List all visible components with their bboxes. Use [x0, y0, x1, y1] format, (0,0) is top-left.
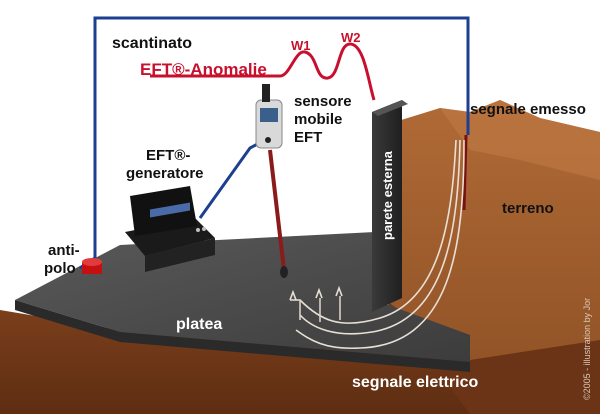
anomaly-curve — [150, 42, 376, 101]
parete-esterna-wall — [372, 100, 408, 312]
label-segnale-emesso: segnale emesso — [470, 101, 586, 118]
label-segnale-elettrico: segnale elettrico — [352, 374, 479, 391]
label-parete-esterna: parete esterna — [380, 150, 395, 240]
label-terreno: terreno — [502, 200, 554, 217]
label-eft-anomalie: EFT®-Anomalie — [140, 60, 267, 79]
label-sensore-2: mobile — [294, 111, 342, 128]
label-generatore-1: EFT®- — [146, 147, 190, 164]
label-anti-2: polo — [44, 260, 76, 277]
label-w1: W1 — [291, 38, 311, 53]
label-copyright: ©2005 - illustration by Jor — [582, 298, 592, 400]
electric-signal-lines — [289, 139, 465, 350]
label-sensore-1: sensore — [294, 93, 352, 110]
ground-probe — [462, 134, 468, 211]
eft-generator — [125, 186, 215, 272]
label-anti-1: anti- — [48, 242, 80, 259]
anti-pole — [82, 258, 102, 274]
mobile-sensor — [255, 84, 288, 278]
label-w2: W2 — [341, 30, 361, 45]
label-generatore-2: generatore — [126, 165, 204, 182]
platea-slab — [15, 232, 470, 372]
label-platea: platea — [176, 316, 222, 333]
label-sensore-3: EFT — [294, 129, 322, 146]
label-scantinato: scantinato — [112, 35, 192, 52]
